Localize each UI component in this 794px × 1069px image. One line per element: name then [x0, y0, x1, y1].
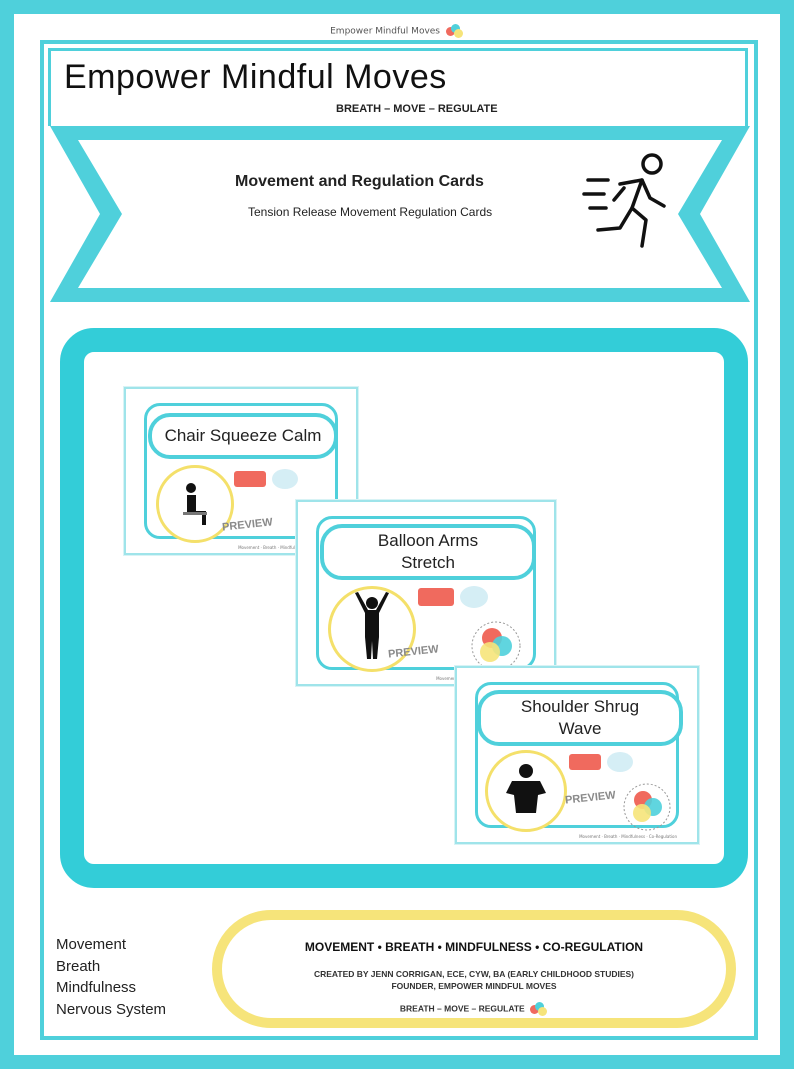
- inner-frame: [40, 40, 758, 1040]
- tag-blue: [460, 586, 488, 608]
- top-brand-text: Empower Mindful Moves: [330, 26, 440, 37]
- footer-pill: MOVEMENT • BREATH • MINDFULNESS • CO-REG…: [212, 910, 736, 1028]
- top-brand: Empower Mindful Moves: [0, 24, 794, 38]
- tag-red: [569, 754, 601, 770]
- banner-title: Movement and Regulation Cards: [235, 173, 484, 190]
- tag-red: [234, 471, 266, 487]
- topic-item: Breath: [56, 957, 101, 975]
- topic-list: Movement Breath Mindfulness Nervous Syst…: [56, 934, 166, 1020]
- page-title: Empower Mindful Moves: [64, 58, 447, 96]
- card-title: Chair Squeeze Calm: [148, 413, 338, 459]
- topic-item: Movement: [56, 936, 127, 953]
- pill-tagline: BREATH – MOVE – REGULATE: [222, 1002, 726, 1016]
- brand-logo-icon: [530, 1002, 548, 1016]
- running-person-icon: [582, 153, 666, 248]
- pill-tagline-text: BREATH – MOVE – REGULATE: [399, 1003, 525, 1014]
- venn-diagram-icon: [471, 621, 521, 671]
- pill-heading: MOVEMENT • BREATH • MINDFULNESS • CO-REG…: [304, 940, 644, 954]
- tag-blue: [272, 469, 298, 489]
- topic-item: Nervous System: [56, 1000, 167, 1018]
- banner-ribbon: [50, 126, 750, 302]
- card-inner-frame: [144, 403, 338, 539]
- credit-line: FOUNDER, EMPOWER MINDFUL MOVES: [391, 981, 557, 991]
- arms-up-person-icon: [328, 586, 416, 672]
- card-balloon-arms: Balloon Arms Stretch PREVIEW Movement · …: [296, 500, 556, 686]
- card-title: Balloon Arms Stretch: [320, 524, 536, 580]
- card-inner-frame: [475, 682, 679, 828]
- card-inner-frame: [316, 516, 536, 670]
- card-shoulder-shrug: Shoulder Shrug Wave PREVIEW Movement · B…: [455, 666, 699, 844]
- card-title: Shoulder Shrug Wave: [477, 690, 683, 746]
- header-tagline: BREATH – MOVE – REGULATE: [336, 103, 498, 115]
- brand-logo-icon: [445, 24, 464, 38]
- tag-red: [418, 588, 454, 606]
- card-footer: Movement · Breath · Mindfulness · Co-Reg…: [579, 834, 677, 839]
- venn-diagram-icon: [623, 783, 671, 831]
- seated-person-icon: [156, 465, 234, 543]
- banner-subtitle: Tension Release Movement Regulation Card…: [248, 205, 493, 219]
- topic-item: Mindfulness: [56, 979, 137, 996]
- pill-credit: CREATED BY JENN CORRIGAN, ECE, CYW, BA (…: [222, 968, 726, 992]
- tag-blue: [607, 752, 633, 772]
- shrugging-person-icon: [485, 750, 567, 832]
- title-box: [48, 48, 748, 126]
- card-footer: Movement · Breath · Mindfulness · Co-Reg…: [238, 545, 336, 550]
- credit-line: CREATED BY JENN CORRIGAN, ECE, CYW, BA (…: [313, 969, 635, 979]
